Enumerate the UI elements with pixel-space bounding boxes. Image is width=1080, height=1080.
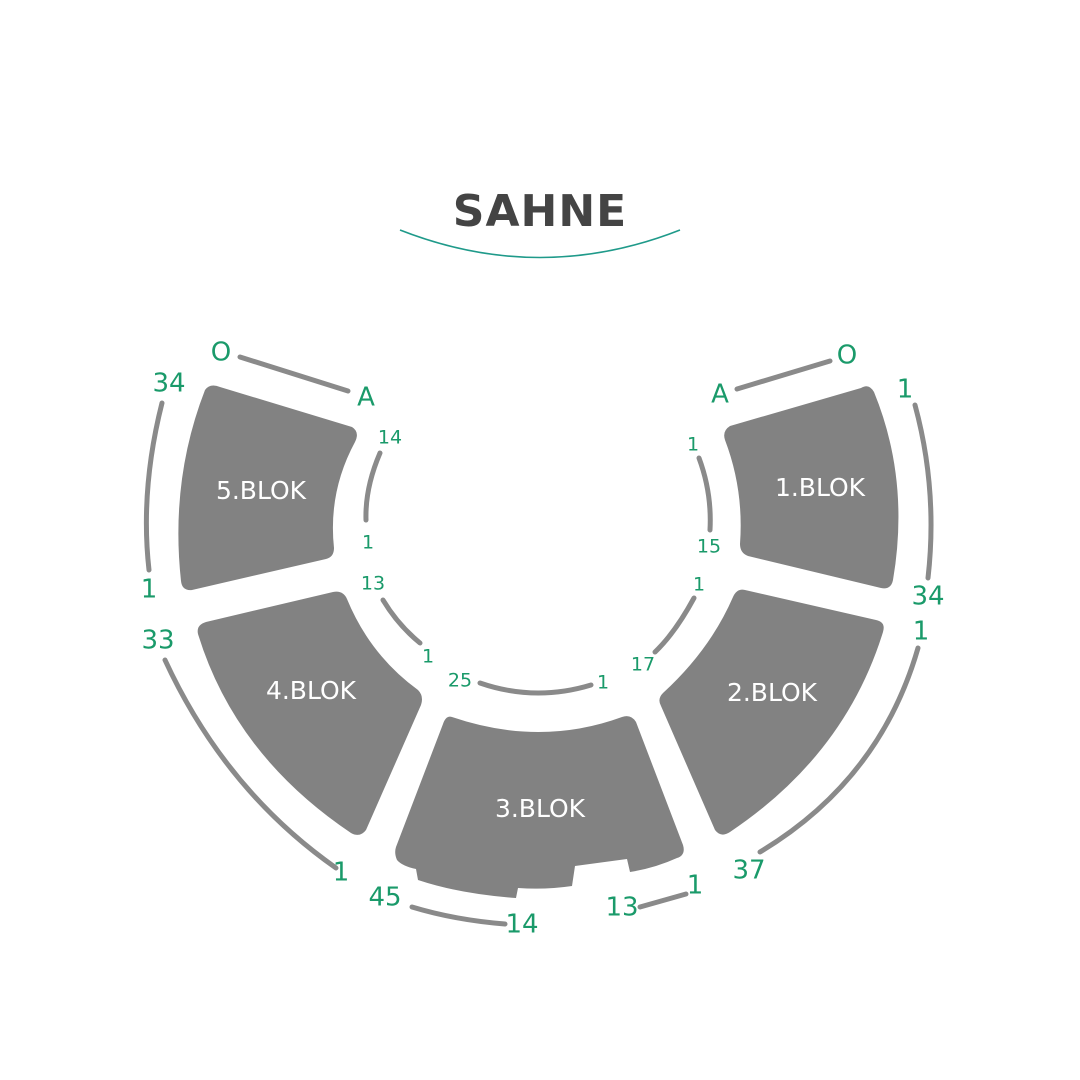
seat-guide-b3-outer-left	[409, 904, 508, 927]
seat-num-b4-inner-bottom: 1	[422, 646, 434, 668]
block-5[interactable]	[178, 385, 357, 591]
seat-num-b3-outer-left: 45	[368, 883, 401, 913]
block-1-label: 1.BLOK	[775, 473, 866, 502]
block-4-label: 4.BLOK	[266, 676, 357, 705]
stage-arc	[399, 229, 681, 259]
seat-num-b1-inner-bottom: 15	[697, 536, 721, 558]
row-letter-left-o: O	[211, 338, 231, 368]
seat-guide-b2-outer	[757, 645, 921, 855]
row-letter-right-o: O	[837, 341, 857, 371]
block-4[interactable]	[197, 591, 422, 835]
seat-guide-b3-inner	[477, 680, 594, 696]
seat-num-b3-outer-right-b: 1	[687, 871, 704, 901]
seat-num-b1-outer-bottom: 34	[911, 582, 944, 612]
seat-num-b4-outer-top: 33	[141, 626, 174, 656]
seat-num-b5-outer-bottom: 1	[141, 575, 158, 605]
block-3-label: 3.BLOK	[495, 794, 586, 823]
block-5-label: 5.BLOK	[216, 476, 307, 505]
seat-num-b4-inner-top: 13	[361, 573, 385, 595]
seat-num-b2-inner-top: 1	[693, 574, 705, 596]
block-3[interactable]	[395, 716, 684, 898]
seat-num-b3-inner-left: 25	[448, 670, 472, 692]
seat-num-b2-outer-top: 1	[913, 617, 930, 647]
seat-guide-b4-outer	[162, 657, 339, 871]
seat-guide-b3-outer-right	[637, 891, 689, 910]
seat-num-b3-outer-right-a: 13	[605, 893, 638, 923]
seat-num-b3-outer-mid: 14	[505, 910, 538, 940]
seat-num-b1-outer-top: 1	[897, 375, 914, 405]
seat-guide-b5-outer	[143, 400, 165, 573]
row-letter-right-a: A	[711, 380, 729, 410]
seat-guide-b1-inner	[696, 455, 713, 533]
block-1[interactable]	[724, 386, 899, 589]
block-2[interactable]	[659, 589, 884, 835]
stage-title: SAHNE	[452, 186, 628, 237]
seat-num-b5-inner-bottom: 1	[362, 532, 374, 554]
seat-num-b3-inner-right: 1	[597, 672, 609, 694]
seat-num-b1-inner-top: 1	[687, 434, 699, 456]
seat-num-b5-inner-top: 14	[378, 427, 402, 449]
seat-guide-b4-inner	[380, 597, 423, 646]
seat-guide-b5-inner	[363, 450, 383, 523]
seat-guide-b2-inner	[652, 595, 697, 655]
seat-num-b2-inner-bottom: 17	[631, 654, 655, 676]
block-2-label: 2.BLOK	[727, 678, 818, 707]
row-guide-right-top	[734, 358, 833, 392]
row-guide-left-top	[237, 354, 351, 394]
row-letter-left-a: A	[357, 383, 375, 413]
seat-num-b5-outer-top: 34	[152, 369, 185, 399]
seat-num-b4-outer-bottom: 1	[333, 858, 350, 888]
seat-num-b2-outer-bottom: 37	[732, 856, 765, 886]
seat-guide-b1-outer	[912, 402, 934, 581]
